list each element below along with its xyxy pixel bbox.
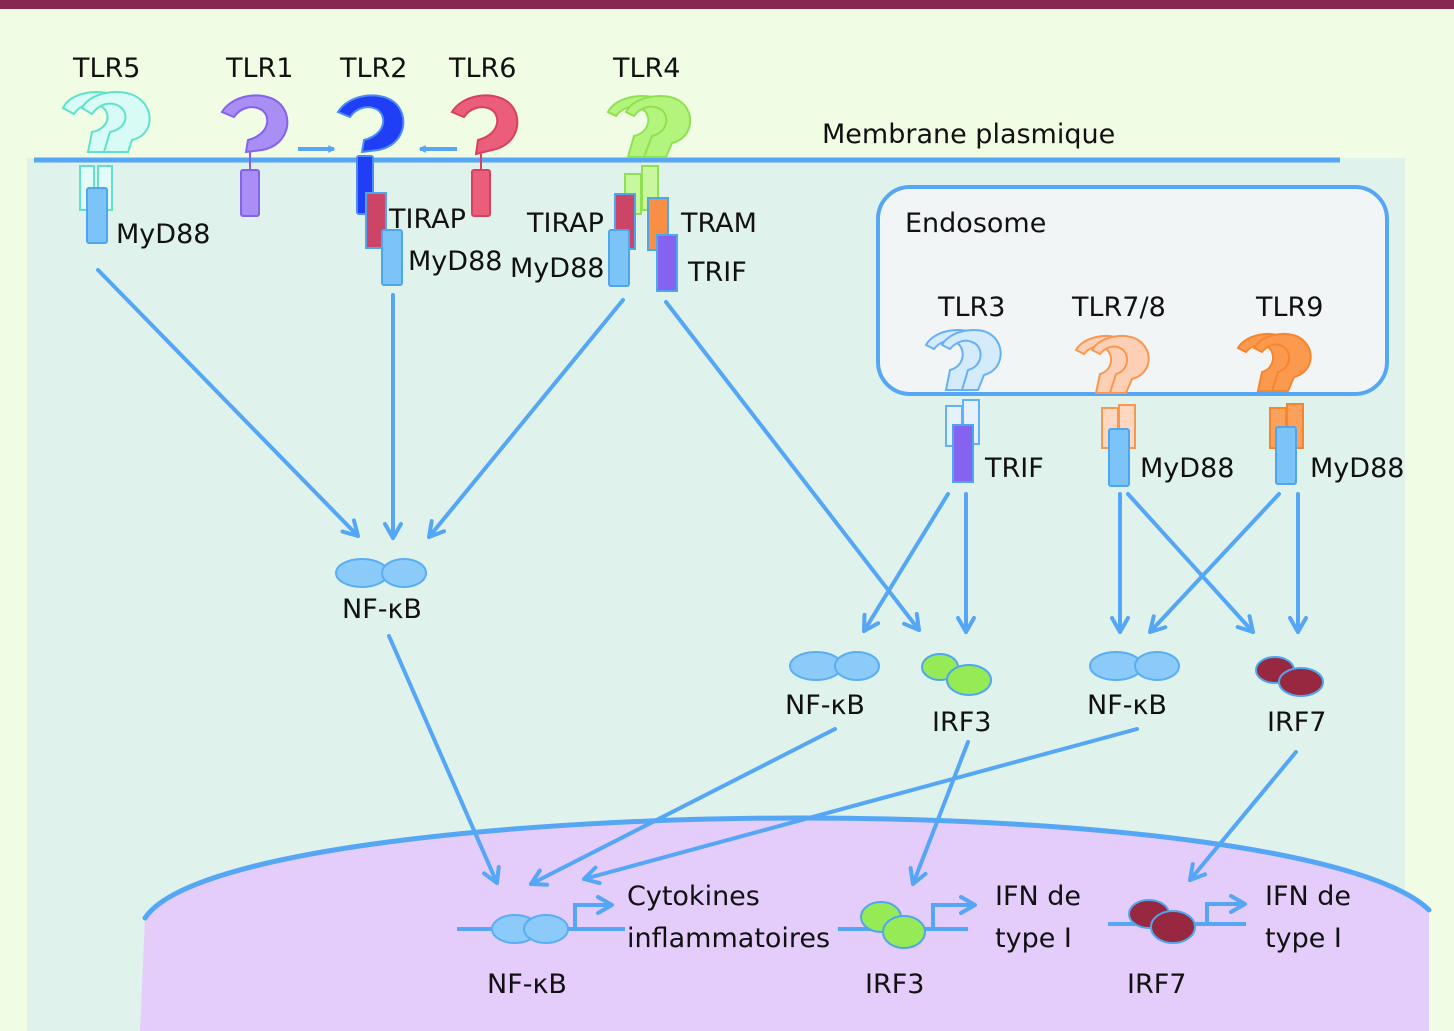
tlr2-receptor: TLR2 TIRAP MyD88 xyxy=(336,53,502,286)
arrow-tlr3-to-nfkb xyxy=(862,492,950,633)
nfkb-subunit-icon xyxy=(381,558,427,588)
tlr3-receptor: TLR3 TRIF xyxy=(924,292,1044,484)
irf3-promoter: IFN de type I IRF3 xyxy=(838,881,1081,1000)
tlr4-myd88-box xyxy=(608,229,630,287)
tlr78-ectodomain-icon xyxy=(1074,334,1150,394)
arrow-tlr5-to-nfkb xyxy=(96,268,360,538)
irf3-nuclear-label: IRF3 xyxy=(865,969,924,1000)
nfkb-cytoplasm-left: NF-κB xyxy=(335,558,427,625)
tlr4-tirap-label: TIRAP xyxy=(526,208,604,239)
transcription-start-arrow-icon xyxy=(1205,894,1247,924)
tlr5-myd88-label: MyD88 xyxy=(116,219,210,250)
nuclear-envelope xyxy=(142,815,1432,921)
transcription-start-arrow-icon xyxy=(931,895,977,929)
tlr2-myd88-label: MyD88 xyxy=(408,246,502,277)
arrow-nfkb-left-to-nucleus xyxy=(387,634,501,885)
nfkb-promoter: Cytokines inflammatoires NF-κB xyxy=(457,881,830,1000)
nfkb-subunit-icon xyxy=(834,651,880,681)
tlr78-receptor: TLR7/8 MyD88 xyxy=(1071,292,1234,487)
tlr9-label: TLR9 xyxy=(1255,292,1323,323)
tlr2-label: TLR2 xyxy=(339,53,407,84)
tlr4-label: TLR4 xyxy=(612,53,680,84)
header-bar xyxy=(0,0,1454,9)
nfkb-subunit-icon xyxy=(335,558,389,588)
tlr9-myd88-label: MyD88 xyxy=(1310,453,1404,484)
arrow-tlr78-to-irf7 xyxy=(1126,492,1255,634)
tlr3-trif-box xyxy=(952,424,974,483)
transcription-start-arrow-icon xyxy=(573,895,614,929)
nfkb-label: NF-κB xyxy=(342,594,422,625)
tlr5-ectodomain-icon xyxy=(61,91,151,153)
nfkb-gene-line2: inflammatoires xyxy=(627,923,830,954)
tlr6-receptor: TLR6 xyxy=(448,53,519,217)
tlr4-receptor: TLR4 TIRAP MyD88 TRAM TRIF xyxy=(510,53,757,292)
tlr1-ectodomain-icon xyxy=(220,94,289,154)
tlr4-tram-label: TRAM xyxy=(680,208,757,239)
irf3-subunit-icon xyxy=(946,664,992,696)
tlr6-tir-domain xyxy=(471,169,491,217)
membrane-label: Membrane plasmique xyxy=(822,119,1115,150)
nfkb-label: NF-κB xyxy=(785,690,865,721)
nfkb-cytoplasm-tlr3: NF-κB xyxy=(785,651,880,721)
nucleus xyxy=(140,818,1429,1031)
tlr6-ectodomain-icon xyxy=(450,94,519,156)
tlr9-ectodomain-icon xyxy=(1236,332,1312,392)
tlr3-trif-label: TRIF xyxy=(984,453,1044,484)
tlr5-receptor: TLR5 MyD88 xyxy=(61,53,210,250)
irf7-gene-line1: IFN de xyxy=(1265,881,1351,912)
tlr78-myd88-label: MyD88 xyxy=(1140,453,1234,484)
irf3-label: IRF3 xyxy=(932,707,991,738)
irf7-label: IRF7 xyxy=(1267,707,1326,738)
tlr3-ectodomain-icon xyxy=(924,329,1002,391)
irf7-subunit-icon xyxy=(1278,667,1324,697)
irf7-gene-line2: type I xyxy=(1265,923,1342,954)
irf3-gene-line2: type I xyxy=(995,923,1072,954)
tlr4-trif-box xyxy=(656,234,678,292)
nfkb-nuclear-label: NF-κB xyxy=(487,969,567,1000)
arrow-irf3-to-nucleus xyxy=(908,740,970,886)
nfkb-cytoplasm-tlr78: NF-κB xyxy=(1087,651,1180,721)
irf7-subunit-icon xyxy=(1150,910,1196,944)
nfkb-subunit-icon xyxy=(523,914,569,944)
arrow-irf7-to-nucleus xyxy=(1188,750,1298,882)
arrow-nfkb-right-to-nucleus xyxy=(582,727,1139,886)
tlr2-ectodomain-icon xyxy=(336,94,405,154)
tlr9-receptor: TLR9 MyD88 xyxy=(1236,292,1404,485)
tlr4-trif-label: TRIF xyxy=(687,257,747,288)
tlr3-label: TLR3 xyxy=(937,292,1005,323)
nfkb-label: NF-κB xyxy=(1087,690,1167,721)
tlr2-myd88-box xyxy=(381,229,403,286)
irf3-cytoplasm: IRF3 xyxy=(921,653,992,738)
irf3-gene-line1: IFN de xyxy=(995,881,1081,912)
tlr1-tir-domain xyxy=(240,169,260,217)
arrow-tlr9-to-nfkb xyxy=(1148,492,1281,634)
tlr1-receptor: TLR1 xyxy=(220,53,293,217)
tlr5-myd88-box xyxy=(86,187,108,244)
arrow-tlr4-trif-to-irf3 xyxy=(664,300,921,632)
arrow-nfkb-mid-to-nucleus xyxy=(529,727,837,887)
tlr5-label: TLR5 xyxy=(72,53,140,84)
irf3-subunit-icon xyxy=(882,915,926,949)
irf7-cytoplasm: IRF7 xyxy=(1255,656,1326,738)
irf7-promoter: IFN de type I IRF7 xyxy=(1108,881,1351,1000)
tlr9-myd88-box xyxy=(1275,426,1297,485)
tlr6-label: TLR6 xyxy=(448,53,516,84)
tlr78-myd88-box xyxy=(1108,428,1130,487)
tlr4-myd88-label: MyD88 xyxy=(510,253,604,284)
tlr78-label: TLR7/8 xyxy=(1071,292,1166,323)
nfkb-subunit-icon xyxy=(1134,651,1180,681)
tlr1-label: TLR1 xyxy=(225,53,293,84)
nfkb-gene-line1: Cytokines xyxy=(627,881,760,912)
endosome-label: Endosome xyxy=(905,208,1046,239)
irf7-nuclear-label: IRF7 xyxy=(1127,969,1186,1000)
arrow-tlr4-myd88-to-nfkb xyxy=(427,298,625,539)
tlr4-ectodomain-icon xyxy=(606,95,692,158)
